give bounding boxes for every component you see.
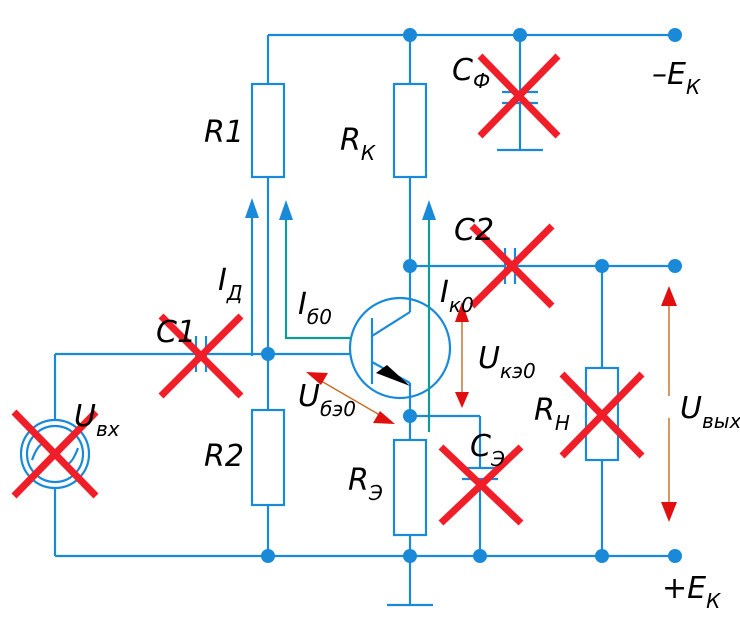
node [403,259,417,273]
node [668,259,682,273]
node [668,549,682,563]
voltage-ube-arrow [306,372,395,424]
label-ce: CЭ [470,429,505,471]
label-uout: Uвых [680,391,740,433]
current-ib-arrow [279,200,352,340]
label-id: IД [218,263,242,305]
label-cf: CФ [452,53,490,93]
cross-c2 [469,223,555,309]
label-ek-bottom: +EК [662,571,721,613]
label-ik: Iк0 [440,275,474,317]
label-r2: R2 [204,439,244,474]
source-circle [19,418,91,490]
node [403,28,417,42]
resistor-r2 [250,408,286,507]
node [261,549,275,563]
node [403,549,417,563]
transistor-collector [371,311,411,337]
label-ib: Iб0 [298,287,332,329]
node [513,28,527,42]
node [668,28,682,42]
current-ik-arrow [422,200,436,432]
resistor-re [392,438,428,537]
voltage-uout-arrow [661,286,677,522]
node [595,259,609,273]
resistors [250,82,620,537]
transistor-pnp [348,296,452,400]
label-r1: R1 [204,115,244,150]
voltage-uke-arrow [455,302,469,408]
cross-ce [438,444,524,526]
cross-cf [477,53,561,139]
node [261,347,275,361]
node [595,549,609,563]
resistor-rk [392,82,428,179]
current-id-arrow [245,198,259,356]
cross-c1 [158,313,244,399]
voltage-arrows [306,286,677,522]
transistor-body [348,296,452,400]
label-ek-top: –EК [652,57,701,99]
node [403,409,417,423]
crossed-out-marks [11,53,645,526]
label-uin: Uвх [74,399,120,441]
cross-rn [559,371,645,459]
emitter-arrow-icon [376,365,410,386]
label-ube: Uбэ0 [298,379,356,421]
label-rk: RК [340,123,376,165]
label-uke: Uкэ0 [478,341,536,383]
node [473,549,487,563]
label-c1: C1 [156,315,196,350]
label-c2: C2 [454,213,494,248]
current-arrows [245,198,436,432]
junction-nodes [261,28,682,563]
labels: R1 R2 RК RЭ RН CФ C1 C2 CЭ –EК +EК IД Iб… [74,53,740,613]
label-re: RЭ [348,463,383,505]
resistor-r1 [250,82,286,179]
cross-source [11,409,99,499]
label-rn: RН [534,393,570,435]
wires [53,33,675,607]
